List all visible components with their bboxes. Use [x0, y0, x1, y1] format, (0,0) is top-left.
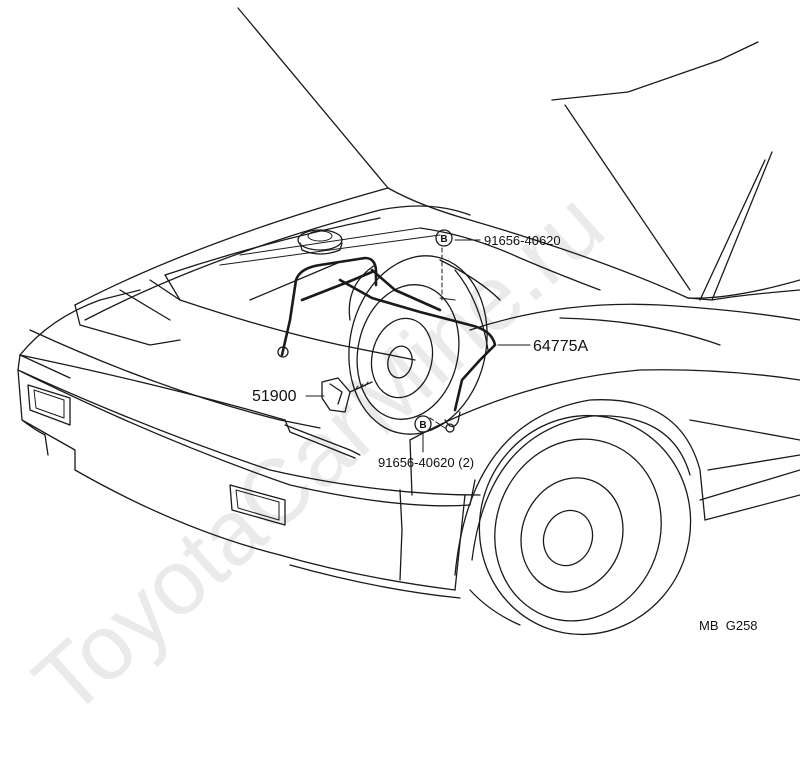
- watermark: ToyotaCarMine.ru: [15, 173, 623, 735]
- figure-code: MB G258: [699, 618, 758, 633]
- watermark-text: ToyotaCarMine.ru: [15, 173, 623, 735]
- bolt-symbol-top: B: [440, 234, 447, 245]
- right-fender: [409, 279, 800, 576]
- callout-bolt-top: B 91656-40620: [435, 229, 561, 248]
- bolt-symbol-bottom: B: [419, 420, 426, 431]
- front-bumper: [17, 289, 481, 599]
- part-number-rod: 64775A: [533, 338, 588, 355]
- callout-rod: 64775A: [533, 338, 588, 355]
- clamp: [321, 377, 373, 413]
- leader-lines: [305, 239, 531, 453]
- spare-tire: [348, 255, 489, 435]
- callout-bolt-bottom: B 91656-40620 (2): [378, 415, 474, 470]
- callout-clamp: 51900: [252, 388, 297, 405]
- bolt-symbol-icon: [435, 229, 453, 247]
- trunk-area: [74, 187, 601, 361]
- front-wheel: [469, 414, 692, 636]
- bolt-symbol-icon: [414, 415, 432, 433]
- support-rod: [277, 256, 497, 433]
- part-number-bolt-bottom: 91656-40620 (2): [378, 455, 474, 470]
- part-number-clamp: 51900: [252, 388, 297, 405]
- part-number-bolt-top: 91656-40620: [484, 233, 561, 248]
